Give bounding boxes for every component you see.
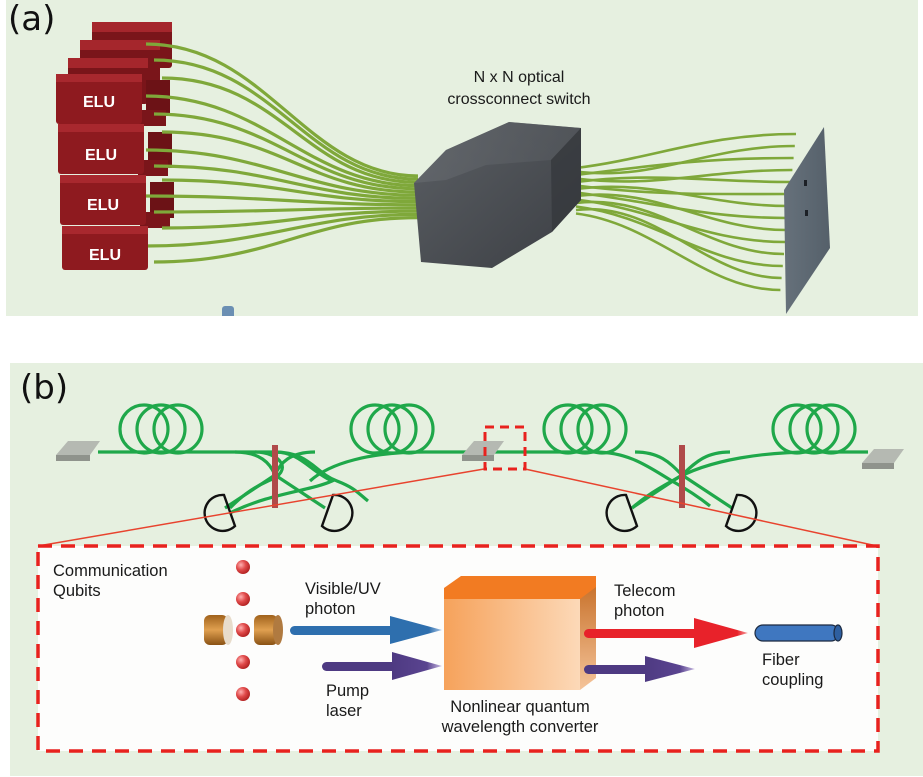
pump-label-line1: Pump: [326, 682, 370, 700]
panel-b-network: [36, 403, 904, 753]
visible-label-line1: Visible/UV: [305, 580, 381, 598]
fiber: [145, 42, 419, 178]
fiber: [161, 130, 419, 194]
pump-laser-label: Pump laser: [326, 681, 369, 721]
telecom-label-line1: Telecom: [614, 582, 676, 600]
fiber-coupling-label: Fiber coupling: [762, 650, 823, 690]
beam-splitter-right: [679, 445, 685, 508]
fiber: [153, 216, 419, 264]
switch-label-line1: N x N optical: [474, 69, 565, 86]
fiber: [145, 212, 419, 248]
residual-pump-arrow: [584, 656, 695, 682]
visible-label-line2: photon: [305, 600, 356, 618]
fiber: [161, 209, 419, 230]
telecom-photon-label: Telecom photon: [614, 581, 675, 621]
pump-laser-arrow: [322, 652, 442, 680]
detector-3: [605, 493, 639, 533]
node-right: [862, 449, 904, 463]
panel-b-label: (b): [20, 368, 69, 408]
fiber-bundle-left: [145, 42, 419, 264]
fiber: [575, 132, 797, 170]
node-center: [462, 441, 504, 455]
fiber: [153, 112, 419, 191]
crossconnect-switch: [414, 122, 581, 268]
qubits-label: Communication Qubits: [53, 561, 168, 601]
elu-2: ELU: [58, 124, 144, 174]
fiber: [153, 206, 419, 214]
fiber: [575, 200, 785, 256]
ion-chain: [236, 560, 250, 701]
small-blue-marker: [222, 306, 234, 316]
elu-3: ELU: [60, 175, 146, 225]
fiber: [153, 164, 419, 200]
elu-label: ELU: [83, 94, 115, 111]
fiber: [575, 207, 782, 280]
wavelength-converter: [444, 576, 596, 690]
zoom-line-left: [37, 468, 485, 547]
fiber: [575, 212, 781, 292]
zoom-source-box: [483, 425, 527, 471]
converter-label-line1: Nonlinear quantum: [450, 698, 590, 716]
panel-b: (b): [10, 363, 923, 776]
fiber: [161, 76, 419, 184]
detector-4: [724, 493, 758, 533]
node-left: [56, 441, 100, 455]
fiber-bundle-right: [575, 132, 797, 292]
qubits-label-line1: Communication: [53, 562, 168, 580]
detector-1: [203, 493, 237, 533]
fiber-coupler: [754, 624, 843, 642]
zoom-line-right: [524, 468, 878, 547]
fiber: [145, 94, 419, 188]
telecom-label-line2: photon: [614, 602, 665, 620]
detector-2: [320, 493, 354, 533]
fiber: [575, 156, 794, 177]
fiber: [161, 178, 419, 204]
qubits-label-line2: Qubits: [53, 582, 101, 600]
fiber-label-line1: Fiber: [762, 651, 800, 669]
elu-1: ELU: [56, 74, 142, 124]
pump-label-line2: laser: [326, 702, 362, 720]
elu-label: ELU: [87, 197, 119, 214]
fiber: [575, 205, 783, 268]
visible-photon-arrow: [290, 616, 442, 644]
elu-label: ELU: [89, 247, 121, 264]
beam-splitter-left: [272, 445, 278, 508]
switch-label-line2: crossconnect switch: [447, 91, 590, 108]
fiber-plate: [784, 127, 830, 314]
panel-a-illustration: ELU ELU ELU ELU N x N optical crossconne…: [56, 22, 830, 314]
panel-a: (a): [6, 0, 918, 316]
fiber-label-line2: coupling: [762, 671, 824, 689]
fiber: [145, 194, 419, 207]
fiber: [575, 185, 789, 208]
fiber: [145, 148, 419, 197]
converter-label-line2: wavelength converter: [441, 718, 599, 736]
elu-4: ELU: [62, 226, 148, 270]
fiber: [153, 58, 419, 181]
cavity-mirrors: [204, 615, 283, 645]
elu-label: ELU: [85, 147, 117, 164]
fiber: [575, 176, 792, 184]
telecom-photon-arrow: [584, 618, 748, 648]
panel-a-label: (a): [8, 0, 56, 39]
visible-photon-label: Visible/UV photon: [305, 579, 381, 619]
fiber: [575, 193, 787, 232]
converter-label: Nonlinear quantum wavelength converter: [420, 697, 620, 737]
